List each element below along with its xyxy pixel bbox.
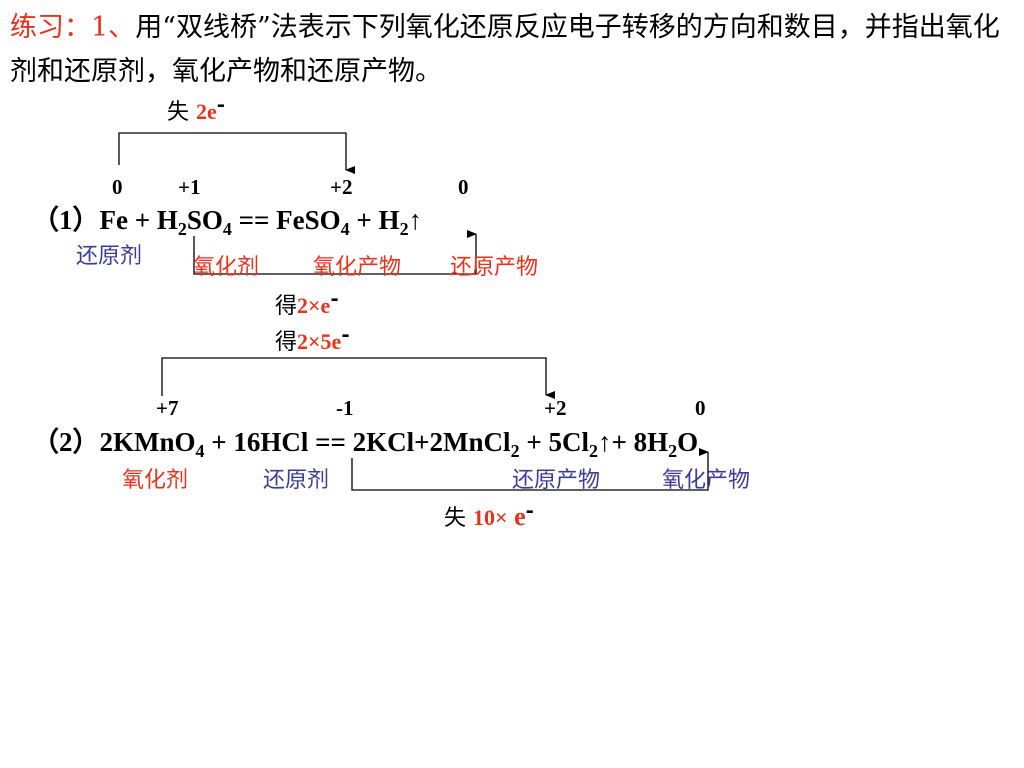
r1-role-red-product: 还原产物 xyxy=(450,255,539,280)
r2-top-bridge xyxy=(161,357,555,399)
r1-ox-state-h: +1 xyxy=(178,175,201,199)
r1-bottom-note: 得2×e- xyxy=(275,286,339,319)
r1-role-reductant: 还原剂 xyxy=(76,244,143,269)
r1-top-bridge xyxy=(118,132,355,174)
r2-bottom-bridge xyxy=(351,448,709,491)
r2-role-red-product: 还原产物 xyxy=(512,468,601,493)
r1-role-oxidant: 氧化剂 xyxy=(193,255,260,280)
r1-bottom-bridge xyxy=(193,230,477,275)
r2-ox-state-mn2: +2 xyxy=(544,396,567,420)
r2-ox-state-cl: -1 xyxy=(336,396,354,420)
r1-ox-state-fe2: +2 xyxy=(330,175,353,199)
exercise-intro: 练习：1、用“双线桥”法表示下列氧化还原反应电子转移的方向和数目，并指出氧化剂和… xyxy=(10,6,1010,94)
r1-equation: （1）Fe + H2SO4 == FeSO4 + H2↑ xyxy=(32,205,423,239)
r2-ox-state-cl2: 0 xyxy=(695,396,706,420)
r1-role-ox-product: 氧化产物 xyxy=(313,255,402,280)
r1-ox-state-fe: 0 xyxy=(112,175,123,199)
exercise-text: 用“双线桥”法表示下列氧化还原反应电子转移的方向和数目，并指出氧化剂和还原剂，氧… xyxy=(10,12,1000,87)
exercise-number: 练习：1、 xyxy=(10,12,136,43)
r1-top-note: 失 2e- xyxy=(167,92,226,125)
r1-ox-state-h2: 0 xyxy=(458,175,469,199)
r2-role-ox-product: 氧化产物 xyxy=(662,468,751,493)
r2-equation: （2）2KMnO4 + 16HCl == 2KCl+2MnCl2 + 5Cl2↑… xyxy=(32,427,699,461)
r2-role-oxidant: 氧化剂 xyxy=(122,468,189,493)
r2-ox-state-mn: +7 xyxy=(156,396,179,420)
r2-top-note: 得2×5e- xyxy=(275,322,350,355)
r2-bottom-note: 失 10× e- xyxy=(444,498,534,531)
r2-role-reductant: 还原剂 xyxy=(263,468,330,493)
